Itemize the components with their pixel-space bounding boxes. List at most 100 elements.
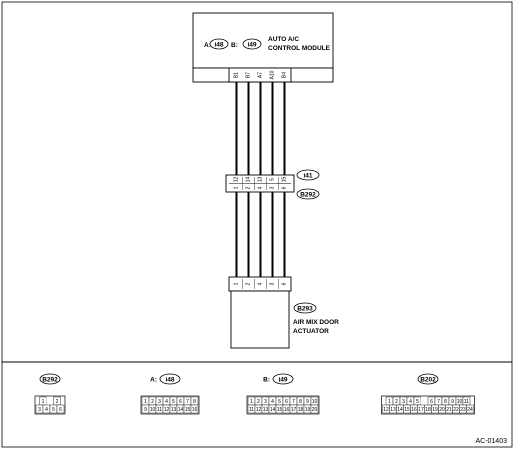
legend-pin-number: 10 — [457, 399, 463, 405]
legend-pin-number: 20 — [312, 407, 318, 413]
legend-pin-number: 24 — [467, 407, 473, 413]
legend-pin-number: 6 — [285, 399, 288, 405]
junction-pin-label: 13 — [258, 177, 264, 183]
junction-pin-label: 3 — [270, 186, 276, 189]
legend-pin-number: 11 — [249, 407, 254, 413]
connector-a-id: i48 — [214, 42, 223, 49]
junction-pin-label: 6 — [282, 186, 288, 189]
actuator: 1 2 4 3 6 B293 AIR MIX DOOR ACTUATOR — [228, 276, 339, 349]
legend-pin-number: 2 — [257, 399, 260, 405]
actuator-name-line2: ACTUATOR — [293, 328, 329, 335]
connector-b-prefix: B: — [231, 42, 238, 49]
legend-pin-number: 5 — [416, 399, 419, 405]
legend-pin-number: 19 — [305, 407, 311, 413]
module-pin-label: A7 — [258, 72, 264, 78]
actuator-box — [230, 290, 290, 349]
legend-pin-number: 2 — [151, 399, 154, 405]
module-pin-label: A10 — [270, 70, 276, 79]
legend-pin-number: 4 — [271, 399, 274, 405]
legend-pin-number: 15 — [404, 407, 410, 413]
legend-pin-number: 9 — [144, 407, 147, 413]
legend-pin-number: 16 — [192, 407, 198, 413]
actuator-pin-label: 2 — [246, 282, 252, 285]
legend-pin-number: 22 — [453, 407, 459, 413]
legend-pin-number: 2 — [56, 399, 59, 405]
legend-pin-cell — [421, 397, 428, 405]
legend-pin-number: 15 — [277, 407, 283, 413]
actuator-pin-label: 3 — [270, 282, 276, 285]
legend-pin-number: 7 — [186, 399, 189, 405]
module-pin-label: B1 — [234, 72, 240, 78]
junction-id-bottom-oval — [296, 188, 320, 200]
legend-pin-number: 10 — [312, 399, 318, 405]
legend-pin-number: 3 — [264, 399, 267, 405]
legend-id-oval — [159, 373, 181, 385]
legend-pin-cell — [190, 404, 199, 414]
legend-pin-number: 6 — [430, 399, 433, 405]
legend-pin-number: 6 — [59, 407, 62, 413]
legend-pin-cell — [310, 404, 319, 414]
junction-pin-label: 2 — [246, 186, 252, 189]
legend-id-oval — [417, 373, 439, 385]
legend-id-oval — [272, 373, 294, 385]
wire-harness — [235, 82, 286, 277]
legend-pin-number: 23 — [460, 407, 466, 413]
connector-a-oval — [209, 38, 229, 50]
module-name-line1: AUTO A/C — [268, 36, 299, 43]
legend-pin-number: 4 — [45, 407, 48, 413]
legend-pin-number: 18 — [298, 407, 304, 413]
legend-pin-number: 5 — [172, 399, 175, 405]
module-pin-label: B7 — [246, 72, 252, 78]
legend-pin-number: 12 — [256, 407, 262, 413]
legend-pin-number: 17 — [291, 407, 297, 413]
legend-pin-number: 3 — [38, 407, 41, 413]
legend-pin-number: 14 — [270, 407, 276, 413]
connector-a-prefix: A: — [204, 42, 211, 49]
legend-pin-number: 18 — [425, 407, 431, 413]
legend-pin-number: 20 — [439, 407, 445, 413]
control-module: A: i48 B: i49 AUTO A/C CONTROL MODULE B1… — [192, 12, 334, 83]
legend-pin-number: 13 — [263, 407, 269, 413]
legend-pin-number: 12 — [383, 407, 389, 413]
junction-id-top-oval — [296, 169, 320, 181]
junction-pin-label: 1 — [234, 186, 240, 189]
legend-pin-number: 1 — [42, 399, 45, 405]
legend-pin-number: 8 — [299, 399, 302, 405]
legend-pin-number: 13 — [171, 407, 177, 413]
junction-pin-label: 12 — [234, 177, 240, 183]
legend-pin-number: 3 — [158, 399, 161, 405]
junction-pin-label: 5 — [270, 178, 276, 181]
legend-pin-cell — [56, 404, 65, 414]
legend-pin-cell — [466, 404, 474, 414]
legend-id: i49 — [278, 377, 287, 384]
legend-pin-number: 16 — [284, 407, 290, 413]
legend-pin-number: 14 — [178, 407, 184, 413]
actuator-name-line1: AIR MIX DOOR — [293, 319, 339, 326]
legend-pin-number: 5 — [278, 399, 281, 405]
legend-pin-number: 15 — [185, 407, 191, 413]
junction-pin-label: 14 — [246, 177, 252, 183]
junction-pin-label: 4 — [258, 186, 264, 189]
legend-pin-number: 9 — [451, 399, 454, 405]
legend-pin-number: 4 — [409, 399, 412, 405]
legend-prefix: A: — [150, 377, 157, 384]
junction-pin-label: 15 — [282, 177, 288, 183]
legend-pin-number: 14 — [397, 407, 403, 413]
legend-pin-number: 10 — [150, 407, 156, 413]
actuator-pin-label: 1 — [234, 282, 240, 285]
legend-pin-cell — [46, 397, 54, 405]
legend-pin-number: 6 — [179, 399, 182, 405]
legend-pin-number: 16 — [411, 407, 417, 413]
module-pin-labels: B1 B7 A7 A10 B4 — [234, 70, 288, 79]
legend-pin-number: 11 — [464, 399, 469, 405]
legend-id: B292 — [42, 377, 58, 384]
legend-pin-number: 2 — [395, 399, 398, 405]
actuator-pin-label: 6 — [282, 282, 288, 285]
legend-pin-number: 12 — [164, 407, 170, 413]
legend-pin-number: 3 — [402, 399, 405, 405]
legend-pin-number: 17 — [418, 407, 424, 413]
